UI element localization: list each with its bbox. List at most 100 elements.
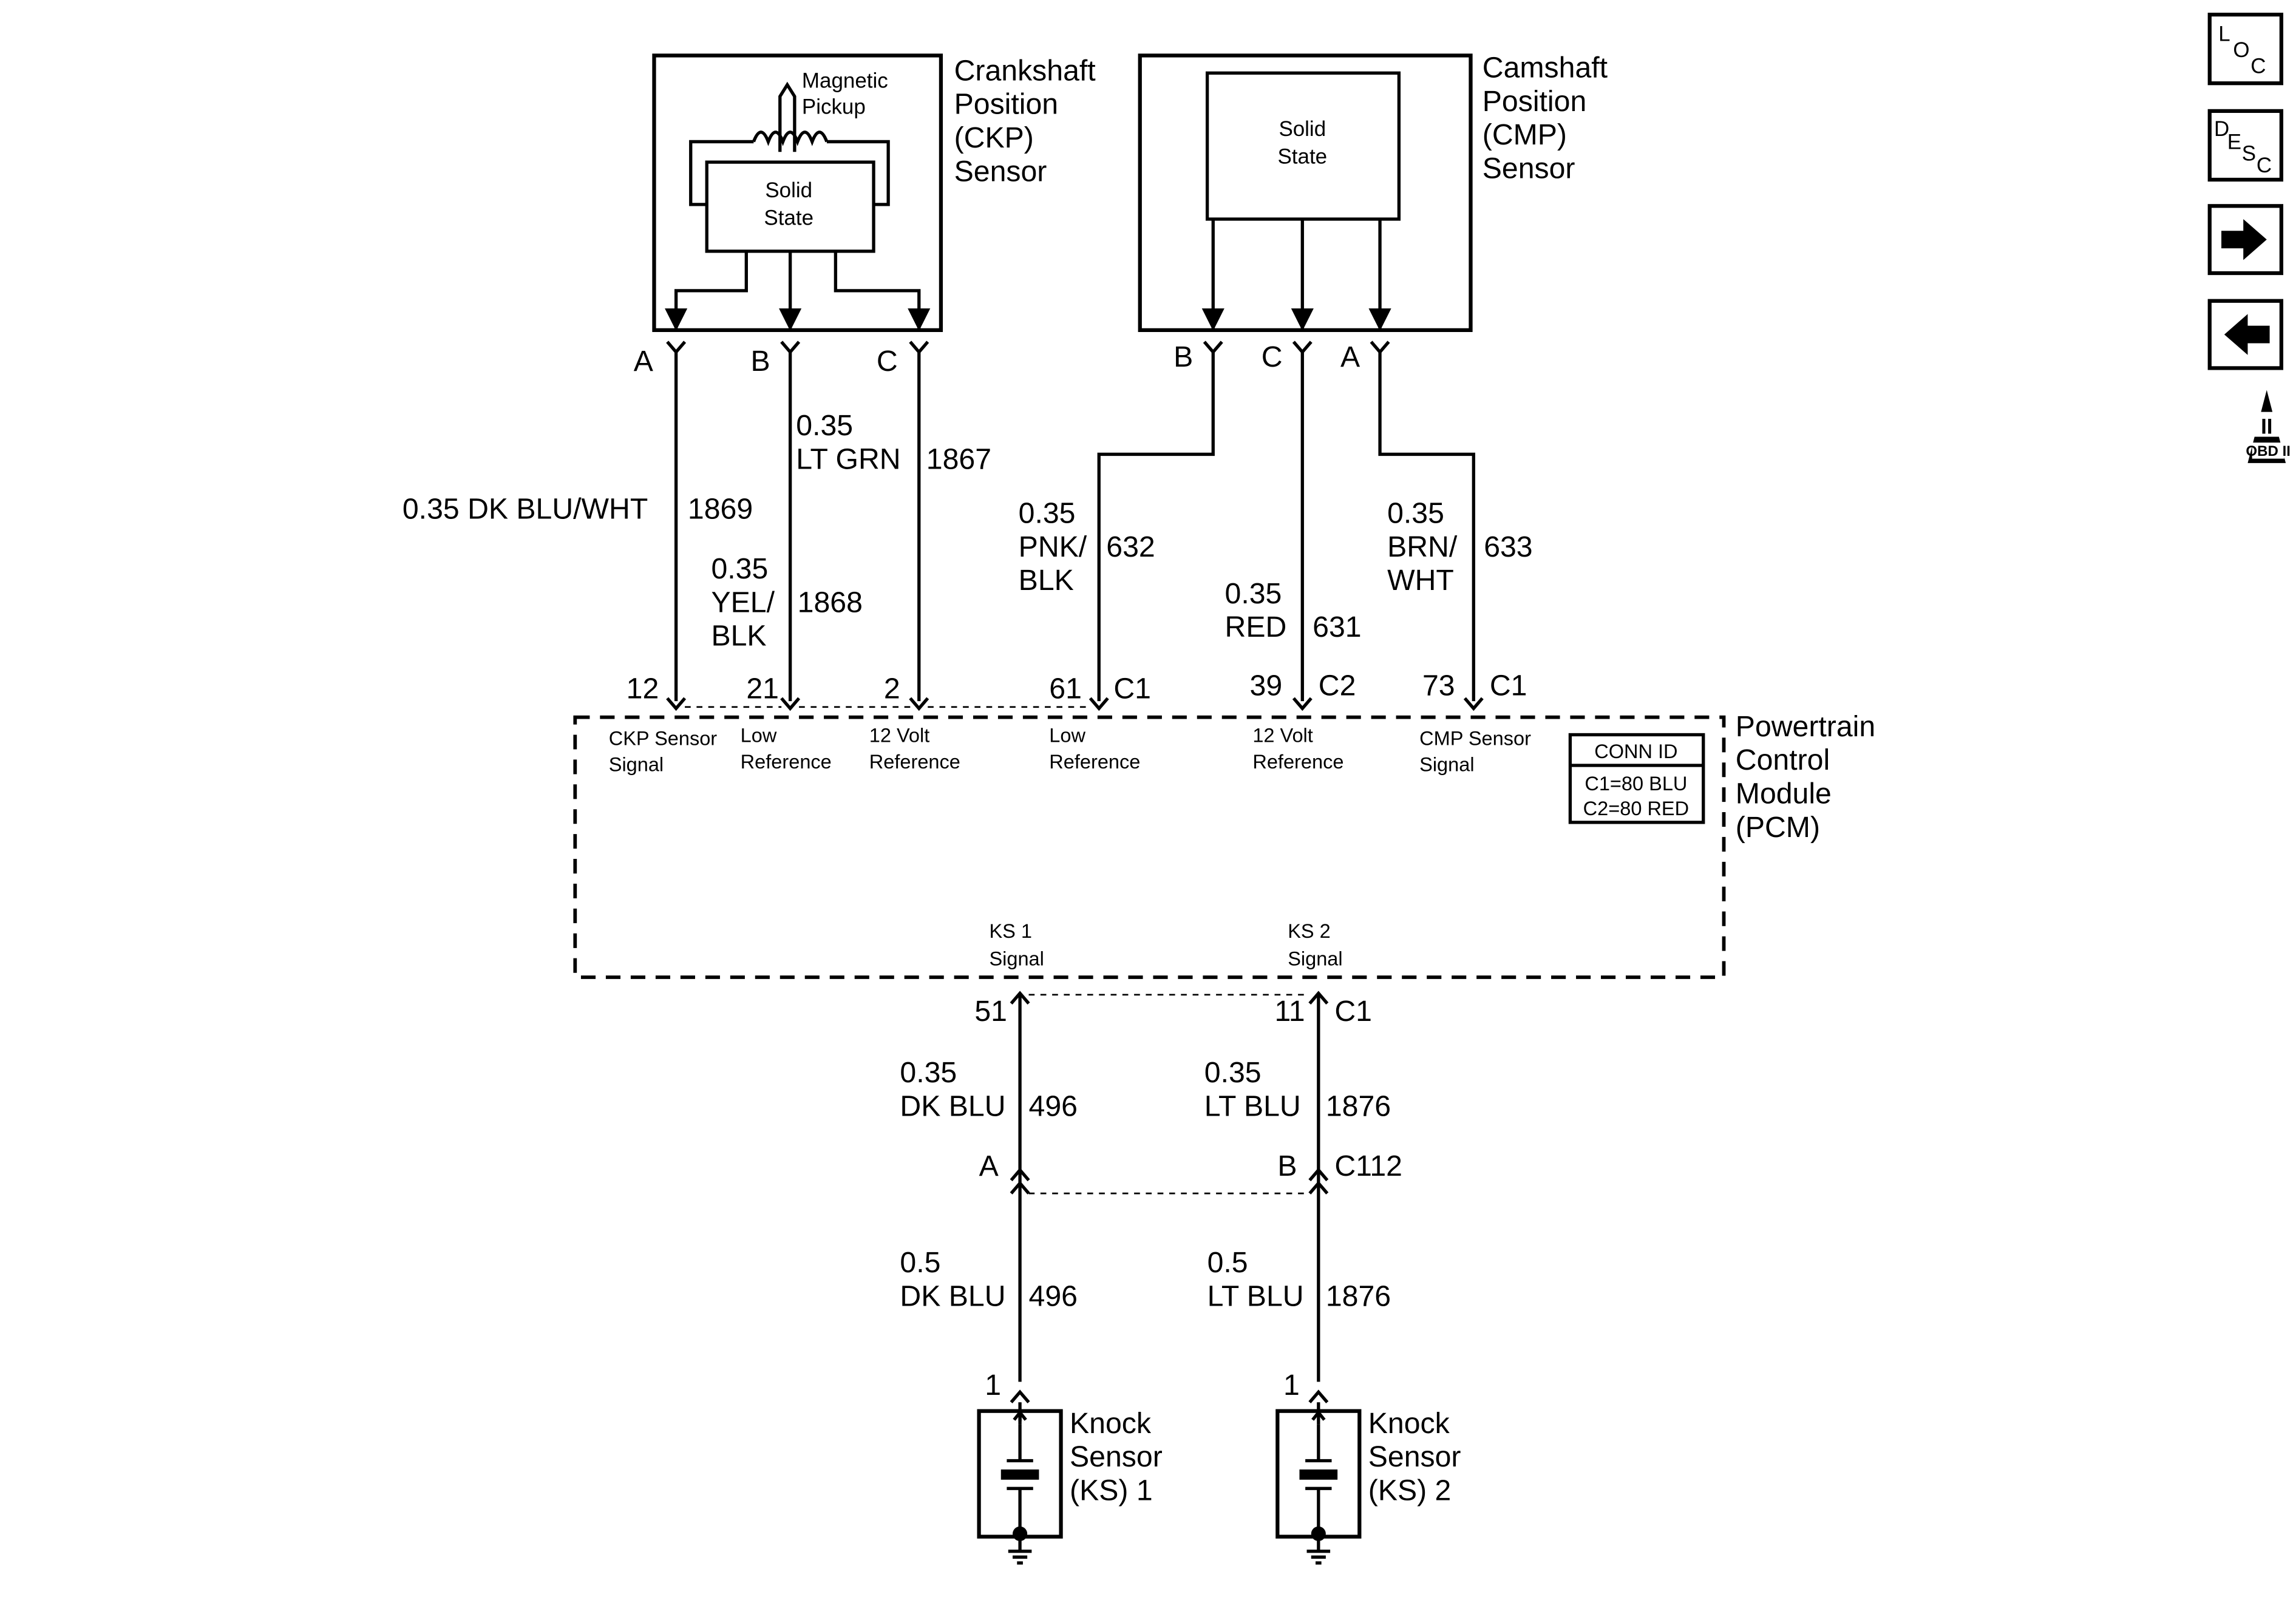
description-icon[interactable] [2207, 109, 2284, 182]
pcm-signal-ckp-1: CKP Sensor [609, 727, 718, 749]
coil-lead-right [826, 140, 890, 206]
ks1-label-3: (KS) 1 [1070, 1474, 1153, 1507]
nav-loc-button[interactable]: L O C [2207, 12, 2284, 86]
wire-1867-label-1: 0.35 [796, 409, 853, 442]
upper-wires [674, 350, 1475, 702]
wire-1876-top-label-1: 0.35 [1204, 1056, 1262, 1089]
pcm-pin-73: 73 [1422, 670, 1455, 702]
pcm-signal-volt1-2: Reference [869, 751, 960, 773]
pcm-boundary [573, 715, 1726, 979]
conn-id-c1: C1=80 BLU [1584, 773, 1687, 795]
pcm-signal-low1-2: Reference [741, 751, 832, 773]
desc-letter-e: E [2227, 130, 2241, 154]
cmp-sensor: Solid State Camshaft Position (CMP) Sens… [1138, 52, 1608, 373]
wire-496-top-circuit: 496 [1029, 1090, 1078, 1123]
coil-lead-left [689, 140, 754, 206]
wire-496-top-label-2: DK BLU [900, 1090, 1005, 1123]
wire-1868-label-2: YEL/ [711, 586, 775, 619]
wire-1867-label-2: LT GRN [796, 443, 900, 476]
ckp-solid-label-2: State [764, 206, 813, 230]
pcm-signal-ks2-2: Signal [1288, 948, 1342, 970]
ks2-connector-chevron [1308, 1389, 1329, 1403]
pcm-signal-volt1-1: 12 Volt [869, 725, 929, 747]
pcm-signal-cmp-1: CMP Sensor [1419, 727, 1531, 749]
pcm-lower-connector: 51 11 C1 [974, 991, 1372, 1028]
wire-1868-label-3: BLK [711, 620, 766, 653]
ks2-pin: 1 [1283, 1369, 1300, 1402]
obd-label: OBD II [2246, 443, 2291, 459]
pcm-pin-2: 2 [884, 672, 900, 705]
knock-sensor-2: 1 Knock Sensor (KS) 2 [1275, 1369, 1461, 1565]
wire-633-label-2: BRN/ [1387, 531, 1458, 563]
wire-631-label-2: RED [1225, 611, 1287, 643]
loc-letter-l: L [2218, 22, 2230, 46]
upper-wire-labels: 0.35 DK BLU/WHT 1869 0.35 YEL/ BLK 1868 … [402, 409, 1533, 652]
wire-496-bot-circuit: 496 [1029, 1280, 1078, 1312]
cmp-pin-b: B [1173, 341, 1193, 373]
wire-632-circuit: 632 [1106, 531, 1155, 563]
ks1-label-1: Knock [1070, 1407, 1152, 1440]
wire-496-bot-label-2: DK BLU [900, 1280, 1005, 1312]
wire-632-label-2: PNK/ [1019, 531, 1087, 563]
pcm-title-2: Control [1736, 744, 1830, 776]
wire-632-label-1: 0.35 [1019, 497, 1076, 530]
cmp-title-4: Sensor [1483, 152, 1575, 185]
loc-letter-o: O [2233, 38, 2249, 62]
cmp-solid-label-1: Solid [1279, 117, 1326, 141]
cmp-solid-label-2: State [1278, 145, 1328, 169]
cmp-title-3: (CMP) [1483, 118, 1567, 151]
ks2-ground-node [1311, 1526, 1326, 1541]
pcm-signal-ckp-2: Signal [609, 754, 664, 776]
ks1-ground-icon [1008, 1550, 1032, 1565]
ckp-title-1: Crankshaft [954, 54, 1096, 87]
nav-next-button[interactable] [2207, 204, 2284, 276]
wire-1876-top-circuit: 1876 [1326, 1090, 1391, 1123]
nav-desc-button[interactable]: D E S C [2207, 109, 2284, 182]
wire-632-label-3: BLK [1019, 564, 1074, 597]
wire-1869-circuit: 1869 [688, 492, 753, 525]
pcm-conn-c1-a: C1 [1113, 672, 1151, 705]
wire-1868-label-1: 0.35 [711, 552, 768, 585]
pickup-coil-icon [752, 131, 829, 146]
wire-633-label-1: 0.35 [1387, 497, 1444, 530]
conn-id-c2: C2=80 RED [1583, 798, 1689, 819]
nav-back-button[interactable] [2207, 299, 2284, 370]
ckp-pin-b: B [751, 345, 770, 378]
arrow-right-icon[interactable] [2221, 219, 2267, 260]
wire-631-label-1: 0.35 [1225, 577, 1282, 610]
obd-numeral: II [2261, 415, 2272, 439]
conn-id-title: CONN ID [1594, 741, 1677, 762]
wire-633 [1378, 350, 1475, 702]
pcm-conn-c2: C2 [1319, 670, 1356, 702]
cmp-sensor-housing [1138, 53, 1473, 332]
c112-pin-a: A [979, 1150, 999, 1182]
pcm-conn-c1-b: C1 [1490, 670, 1527, 702]
wire-1868-circuit: 1868 [798, 586, 863, 619]
wire-1876-bot-circuit: 1876 [1326, 1280, 1391, 1312]
c112-connector: A B C112 [979, 1150, 1402, 1195]
wire-1876-top-label-2: LT BLU [1204, 1090, 1301, 1123]
nav-obd-button[interactable]: II OBD II [2246, 390, 2291, 463]
pcm-pin-51: 51 [974, 995, 1007, 1028]
knock-sensor-1: 1 Knock Sensor (KS) 1 [977, 1369, 1163, 1565]
ckp-pickup-label-2: Pickup [802, 95, 866, 119]
location-icon[interactable] [2207, 12, 2284, 86]
pcm-signal-low2-2: Reference [1049, 751, 1140, 773]
ckp-lead-a [665, 251, 748, 331]
conn-id-box: CONN ID C1=80 BLU C2=80 RED [1568, 733, 1705, 824]
lower-wires [1018, 994, 1320, 1382]
ckp-pin-a: A [634, 345, 654, 378]
loc-letter-c: C [2250, 54, 2266, 78]
arrow-left-icon[interactable] [2224, 314, 2270, 355]
wire-496-top-label-1: 0.35 [900, 1056, 957, 1089]
desc-letter-d: D [2214, 117, 2229, 141]
ckp-sensor: Magnetic Pickup Solid State Crankshaft P… [634, 53, 1096, 378]
ks1-label-2: Sensor [1070, 1440, 1163, 1473]
ckp-title-4: Sensor [954, 155, 1047, 188]
ks2-label-3: (KS) 2 [1368, 1474, 1452, 1507]
pcm-conn-c1-c: C1 [1334, 995, 1372, 1028]
ks1-connector-chevron [1010, 1389, 1030, 1403]
lower-wire-labels: 0.35 DK BLU 496 0.35 LT BLU 1876 0.5 DK … [900, 1056, 1391, 1312]
ckp-solid-label-1: Solid [765, 178, 812, 202]
